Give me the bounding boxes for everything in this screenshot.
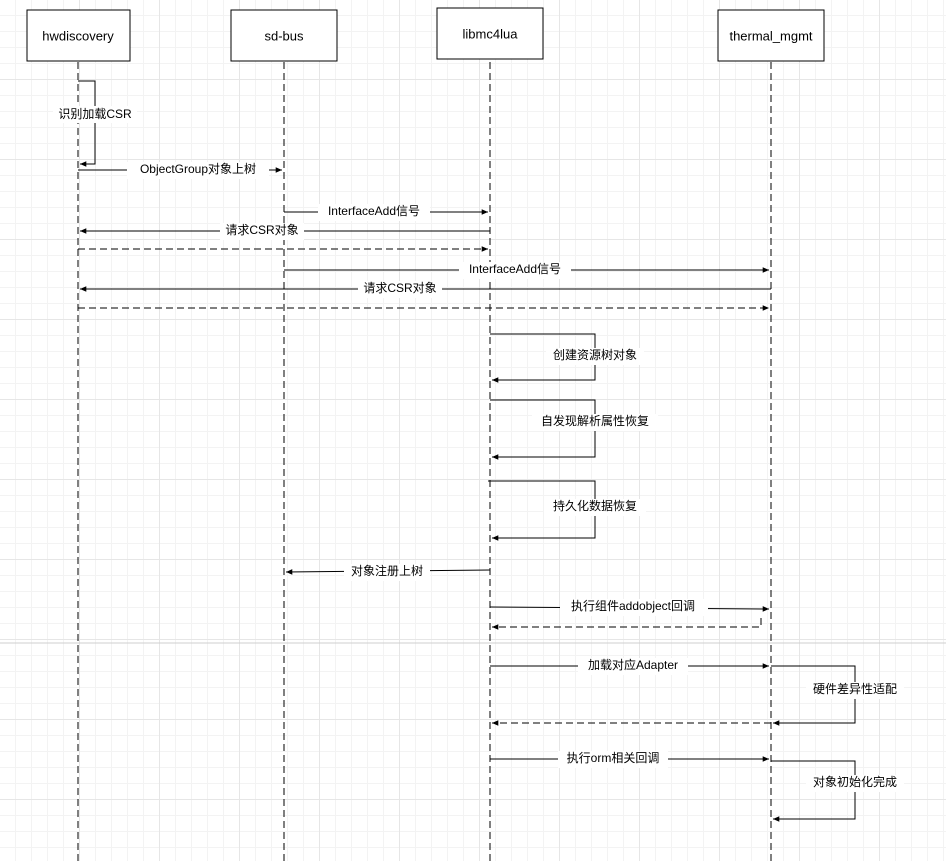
message-label: 持久化数据恢复 — [553, 498, 637, 513]
message-label: ObjectGroup对象上树 — [140, 161, 256, 176]
message-label: 执行组件addobject回调 — [571, 599, 695, 613]
message-label: 执行orm相关回调 — [567, 751, 660, 765]
participant-hwdiscovery[interactable]: hwdiscovery — [26, 9, 131, 62]
message-label: 自发现解析属性恢复 — [541, 413, 649, 428]
message-label: 请求CSR对象 — [225, 223, 298, 237]
message-label: InterfaceAdd信号 — [469, 262, 561, 276]
message-label: 创建资源树对象 — [553, 347, 637, 362]
participant-sd-bus[interactable]: sd-bus — [230, 9, 338, 62]
message-arrow: 对象注册上树 — [285, 563, 491, 581]
message-arrow: InterfaceAdd信号 — [284, 204, 488, 221]
message-label: InterfaceAdd信号 — [328, 204, 420, 218]
participant-libmc4lua[interactable]: libmc4lua — [436, 7, 544, 60]
message-arrow: 请求CSR对象 — [80, 223, 490, 240]
message-self-call: 自发现解析属性恢复 — [490, 399, 658, 460]
message-arrow: 请求CSR对象 — [80, 281, 771, 298]
message-arrow: 加载对应Adapter — [490, 657, 769, 675]
participant-label: sd-bus — [264, 28, 304, 43]
message-label: 识别加载CSR — [58, 107, 132, 121]
message-self-call: 对象初始化完成 — [771, 760, 904, 822]
message-arrow: 执行组件addobject回调 — [489, 599, 770, 616]
message-self-call: 硬件差异性适配 — [771, 665, 904, 726]
message-label: 硬件差异性适配 — [813, 682, 897, 696]
participant-label: libmc4lua — [463, 26, 519, 41]
message-self-call: 识别加载CSR — [53, 80, 137, 167]
message-arrow: InterfaceAdd信号 — [284, 262, 769, 279]
participant-label: thermal_mgmt — [729, 28, 812, 43]
message-arrow: 执行orm相关回调 — [490, 751, 769, 768]
message-label: 请求CSR对象 — [363, 281, 436, 295]
message-label: 对象初始化完成 — [813, 774, 897, 789]
message-self-call: 创建资源树对象 — [490, 333, 644, 383]
message-self-call: 持久化数据恢复 — [488, 480, 646, 541]
message-arrow: ObjectGroup对象上树 — [78, 161, 282, 179]
participant-label: hwdiscovery — [42, 28, 114, 43]
participant-thermal-mgmt[interactable]: thermal_mgmt — [717, 9, 825, 62]
message-return — [492, 618, 762, 630]
message-label: 加载对应Adapter — [588, 657, 678, 672]
message-label: 对象注册上树 — [351, 563, 423, 578]
